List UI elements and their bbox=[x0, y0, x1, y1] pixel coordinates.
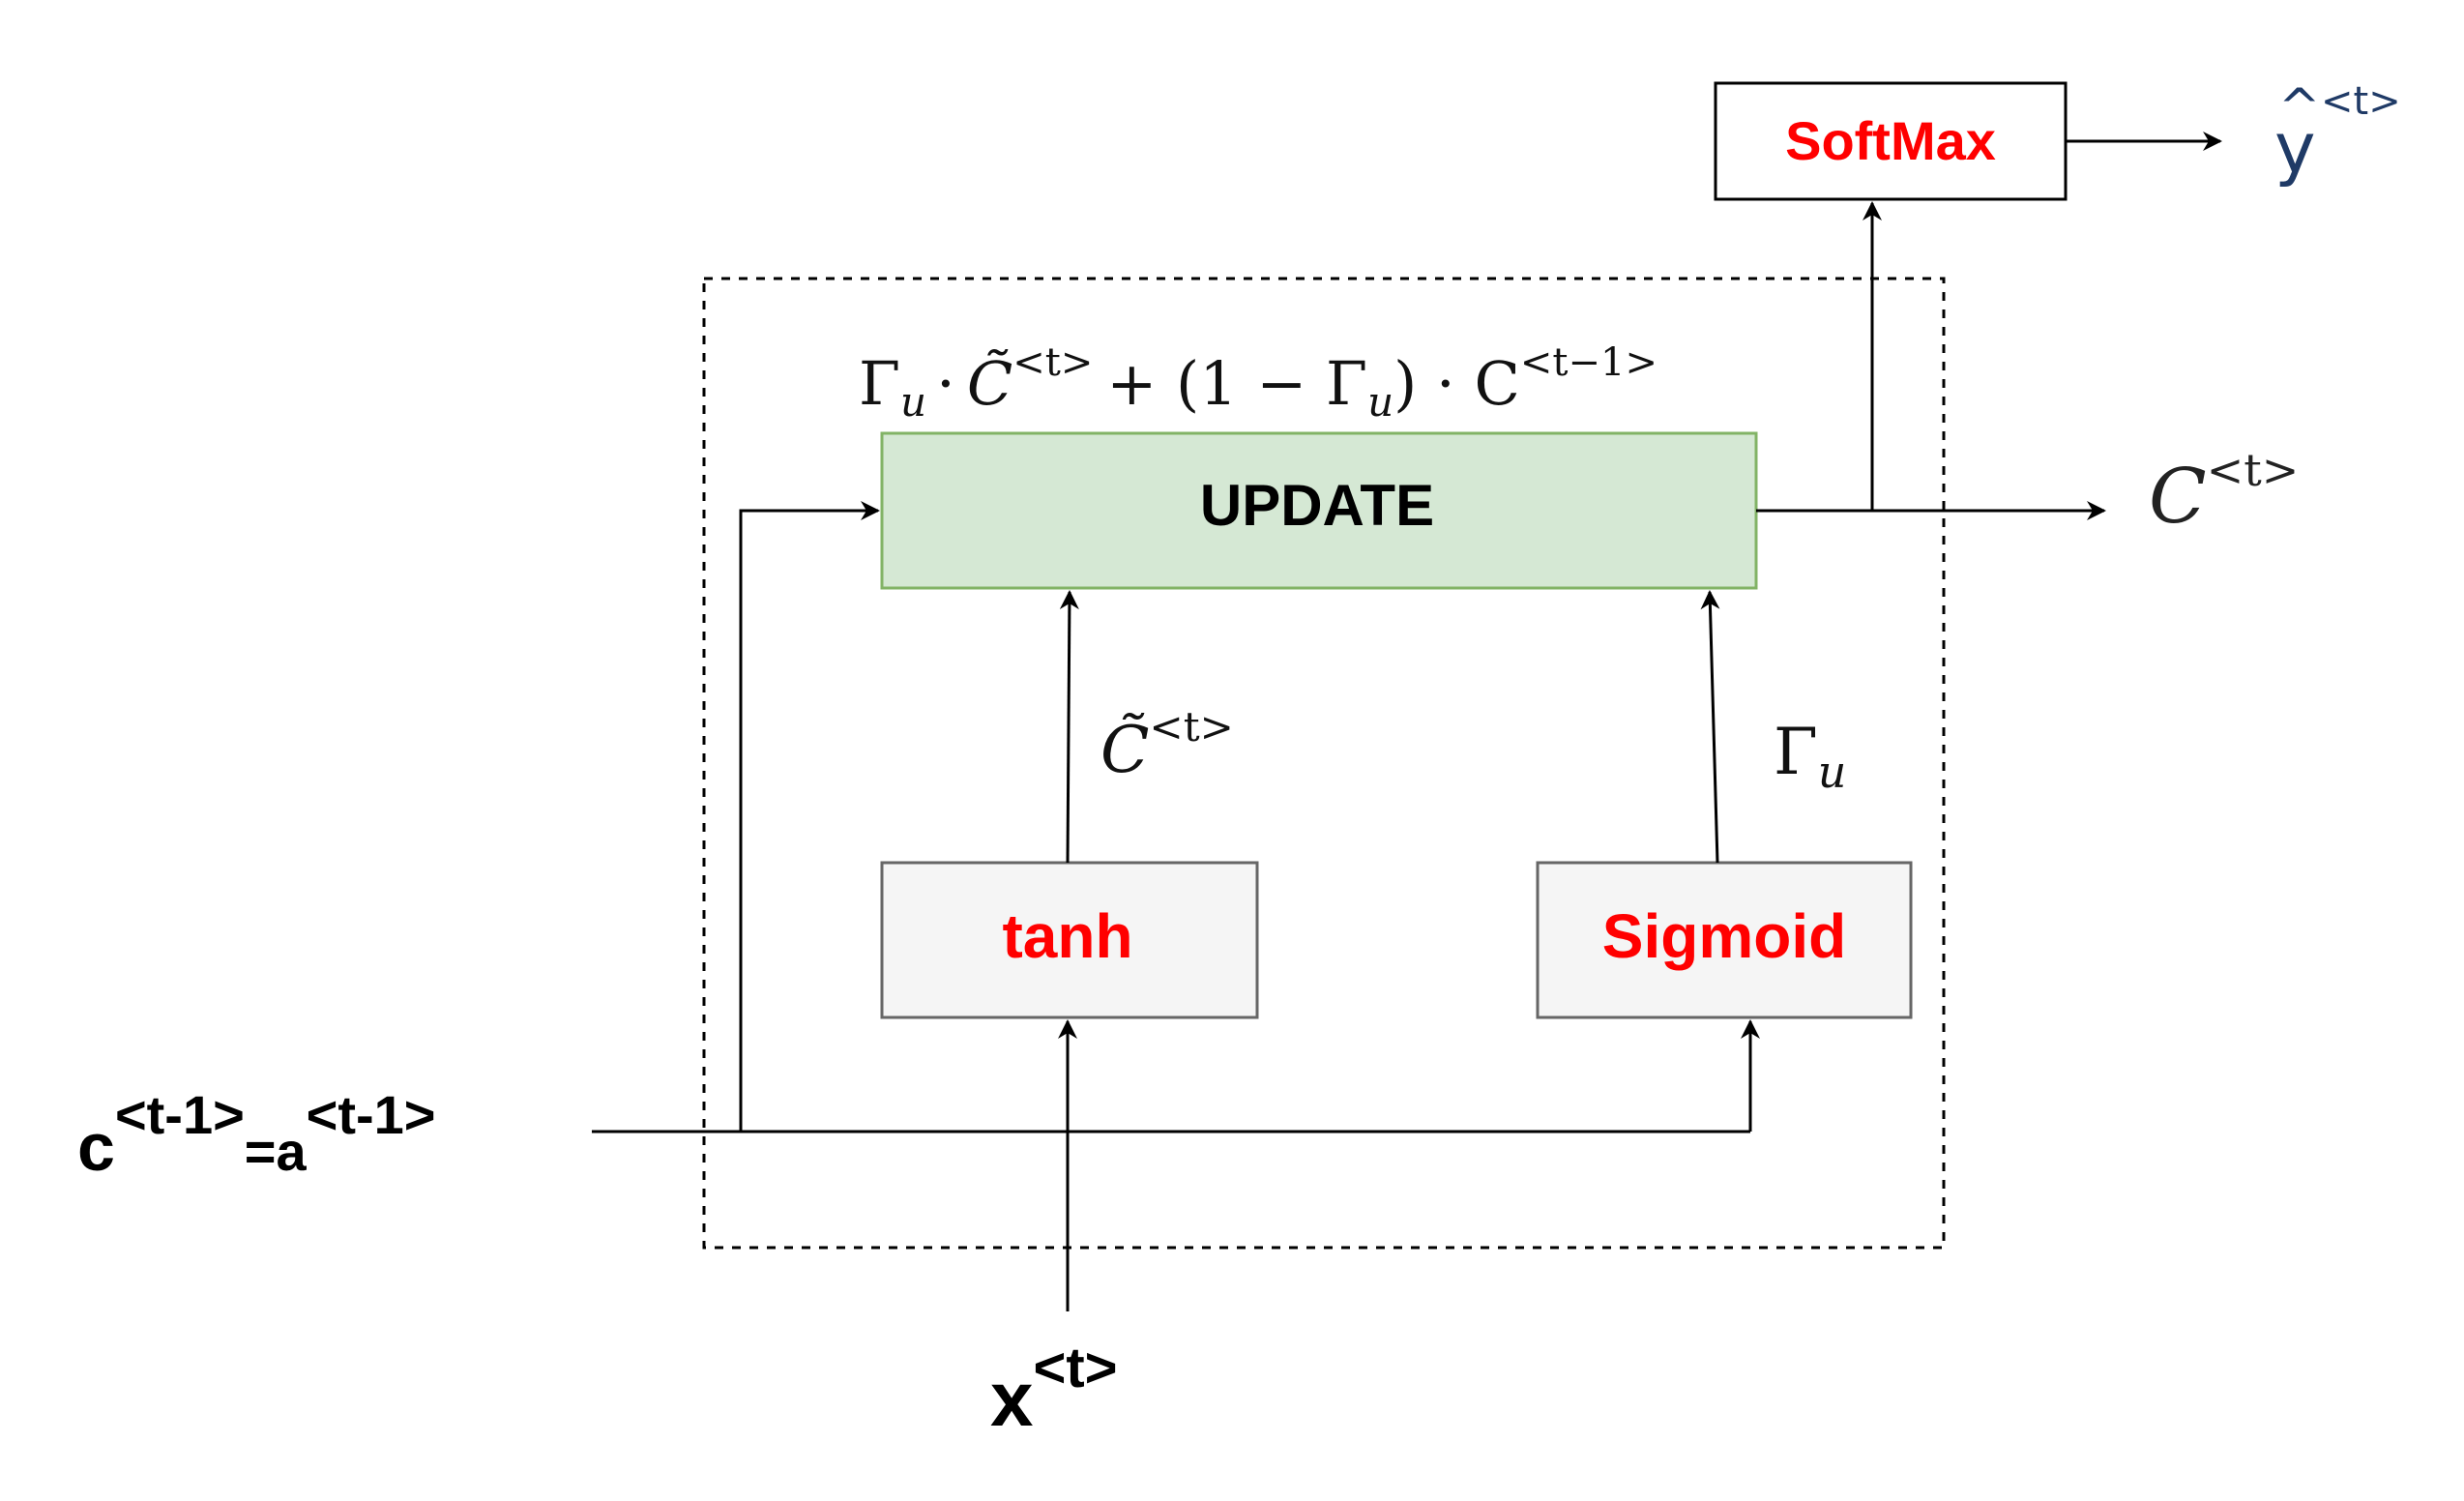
sigmoid-box bbox=[1536, 861, 1913, 1019]
c-tilde-label: C̃<t> bbox=[1100, 703, 1234, 787]
update-label: UPDATE bbox=[1200, 473, 1434, 538]
svg-text:<t>: <t> bbox=[2321, 79, 2401, 124]
c-out-label: C<t> bbox=[2149, 444, 2299, 541]
tanh-label: tanh bbox=[1002, 901, 1132, 971]
gamma-u-label: Γu bbox=[1774, 715, 1846, 798]
input-to-update-arrow bbox=[739, 501, 880, 1132]
x-input-label: x<t> bbox=[990, 1337, 1118, 1442]
softmax-box bbox=[1714, 81, 2068, 201]
svg-text:y: y bbox=[2274, 107, 2316, 189]
update-box bbox=[880, 431, 1758, 590]
tanh-box bbox=[880, 861, 1259, 1019]
svg-text:^: ^ bbox=[2278, 78, 2321, 136]
tanh-to-update-arrow bbox=[1059, 590, 1079, 864]
softmax-label: SoftMax bbox=[1785, 110, 1996, 171]
update-formula: Γu·C̃<t>+ (1 − Γu) · C<t−1> bbox=[859, 340, 1657, 426]
sigmoid-label: Sigmoid bbox=[1602, 901, 1846, 971]
input-c-label: c<t-1>=a<t-1> bbox=[77, 1084, 436, 1185]
cell-boundary bbox=[702, 277, 1946, 1250]
sigmoid-to-update-arrow bbox=[1700, 590, 1720, 864]
y-hat-label: ^ y <t> bbox=[2274, 78, 2401, 189]
